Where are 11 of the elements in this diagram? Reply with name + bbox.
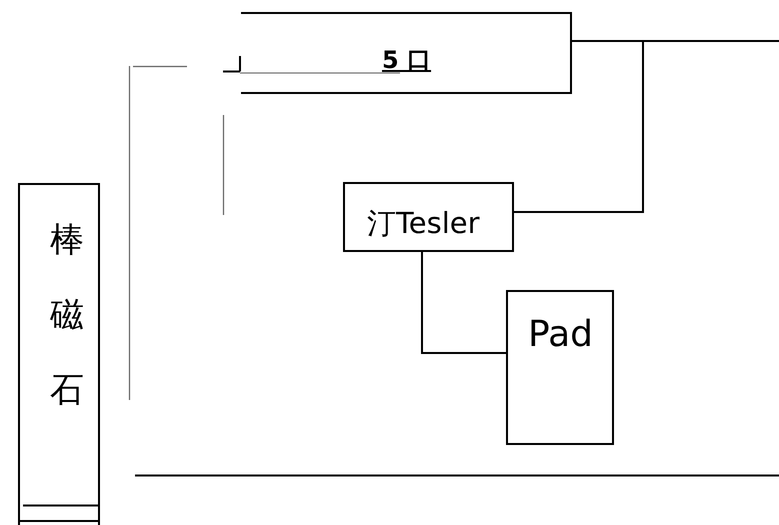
box-label: Pad xyxy=(528,314,594,355)
magnet-box xyxy=(18,183,100,525)
vertical-label: 棒磁石 xyxy=(50,219,85,412)
connector-line xyxy=(421,252,506,354)
label-box xyxy=(241,12,572,94)
process-box xyxy=(506,290,614,445)
box-label: 5 口 xyxy=(382,45,432,76)
process-box xyxy=(343,182,514,252)
box-label: 汀Tesler xyxy=(367,205,480,242)
connector-line xyxy=(514,40,644,213)
connector-line xyxy=(572,40,779,42)
